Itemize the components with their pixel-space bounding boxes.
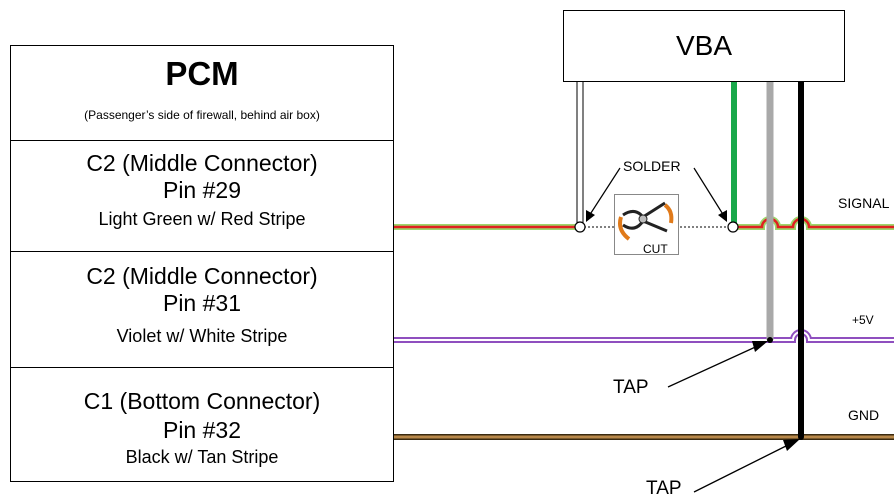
solder-point-right xyxy=(727,221,739,233)
connector-wire-color: Black w/ Tan Stripe xyxy=(125,447,279,467)
tap-point-gnd xyxy=(798,434,804,440)
solder-label: SOLDER xyxy=(623,158,681,174)
pcm-connector-row: C1 (Bottom Connector) Pin #32 Black w/ T… xyxy=(11,368,393,483)
pcm-header: PCM (Passenger’s side of firewall, behin… xyxy=(11,46,393,141)
signal-wire xyxy=(394,216,894,230)
plus5v-label: +5V xyxy=(852,313,874,327)
tap-point-5v xyxy=(767,337,773,343)
connector-pin: Pin #29 xyxy=(162,177,241,203)
cut-label: CUT xyxy=(643,242,668,256)
connector-wire-color: Light Green w/ Red Stripe xyxy=(98,209,306,229)
plus5v-wire xyxy=(394,329,894,343)
wire-cutter-icon xyxy=(614,194,679,255)
connector-name: C2 (Middle Connector) xyxy=(86,263,318,289)
solder-arrow-left xyxy=(586,167,621,222)
vba-white-wire xyxy=(576,82,584,227)
pcm-subtitle: (Passenger’s side of firewall, behind ai… xyxy=(84,108,320,122)
pcm-connector-row: C2 (Middle Connector) Pin #31 Violet w/ … xyxy=(11,252,393,368)
tap-arrow-gnd xyxy=(693,439,800,493)
pcm-table: PCM (Passenger’s side of firewall, behin… xyxy=(10,45,394,482)
pcm-connector-row: C2 (Middle Connector) Pin #29 Light Gree… xyxy=(11,141,393,252)
gnd-label: GND xyxy=(848,407,880,423)
signal-label: SIGNAL xyxy=(838,195,890,211)
connector-wire-color: Violet w/ White Stripe xyxy=(116,326,288,346)
connector-pin: Pin #32 xyxy=(162,417,241,443)
connector-name: C1 (Bottom Connector) xyxy=(83,388,321,414)
solder-point-left xyxy=(574,221,586,233)
connector-pin: Pin #31 xyxy=(162,290,241,316)
vba-box: VBA xyxy=(563,10,845,82)
tap-label-gnd: TAP xyxy=(646,478,682,499)
connector-name: C2 (Middle Connector) xyxy=(86,150,318,176)
pcm-title: PCM xyxy=(165,55,239,92)
solder-arrow-right xyxy=(693,167,727,222)
tap-arrow-5v xyxy=(667,341,768,388)
vba-title: VBA xyxy=(675,30,733,61)
tap-label-5v: TAP xyxy=(613,377,649,398)
